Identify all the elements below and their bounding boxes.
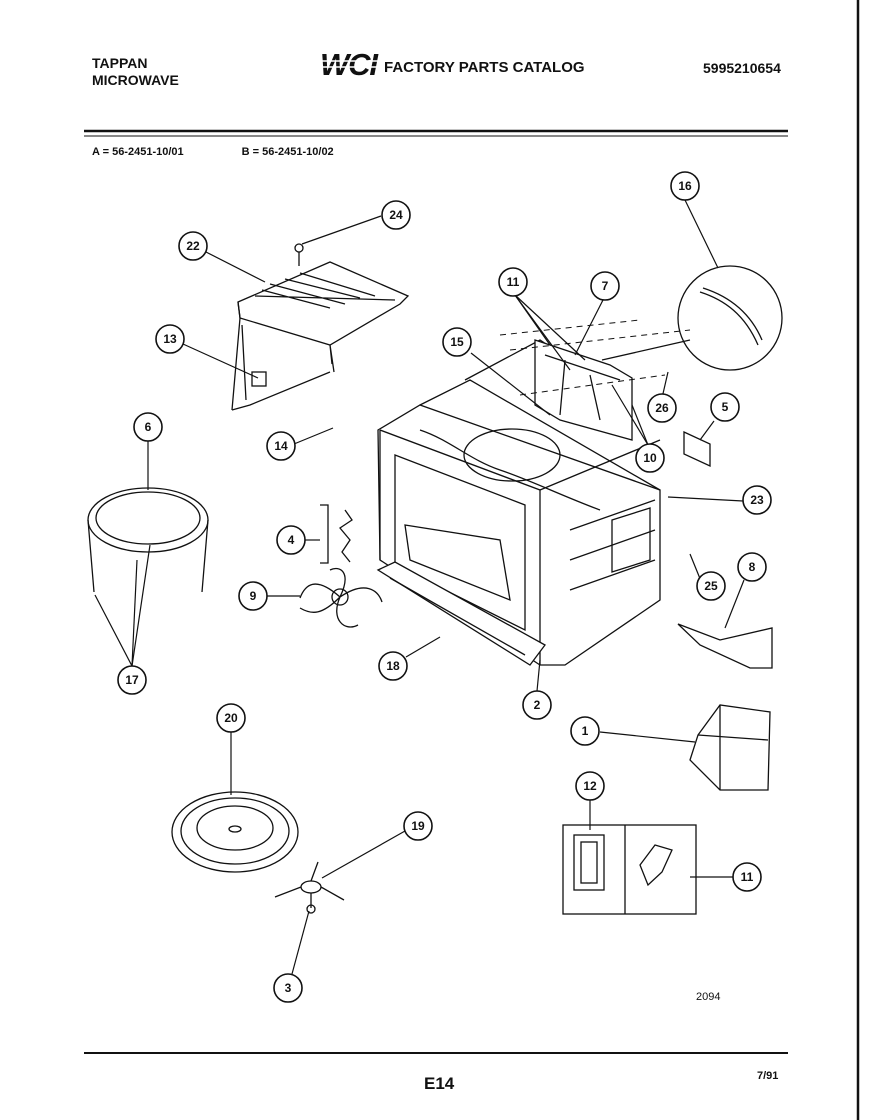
svg-text:5: 5 — [722, 400, 729, 414]
part-turntable — [171, 791, 299, 873]
model-a: A = 56-2451-10/01 — [92, 146, 184, 158]
date-code: 7/91 — [757, 1070, 779, 1082]
part-roller-support — [274, 861, 345, 914]
callout-9: 9 — [238, 581, 268, 611]
svg-text:13: 13 — [163, 332, 177, 346]
callout-5: 5 — [710, 392, 740, 422]
part-fan-motor — [320, 504, 353, 564]
logo-text: WCI — [320, 48, 379, 82]
svg-text:6: 6 — [145, 420, 152, 434]
callout-10: 10 — [635, 443, 665, 473]
callout-3: 3 — [273, 973, 303, 1003]
callout-11-inset: 11 — [732, 862, 762, 892]
svg-text:25: 25 — [704, 579, 718, 593]
callout-23: 23 — [742, 485, 772, 515]
svg-text:7: 7 — [602, 279, 609, 293]
catalog-title: FACTORY PARTS CATALOG — [384, 59, 585, 76]
part-bracket-5 — [683, 430, 711, 468]
callout-26: 26 — [647, 393, 677, 423]
svg-text:17: 17 — [125, 673, 139, 687]
svg-text:18: 18 — [386, 659, 400, 673]
callout-8: 8 — [737, 552, 767, 582]
part-duct-ring — [87, 487, 209, 593]
callout-12: 12 — [575, 771, 605, 801]
model-b: B = 56-2451-10/02 — [241, 146, 334, 158]
svg-text:11: 11 — [507, 275, 520, 289]
brand-line-1: TAPPAN — [92, 55, 148, 71]
part-inset-box — [562, 824, 697, 915]
svg-text:9: 9 — [250, 589, 257, 603]
callout-20: 20 — [216, 703, 246, 733]
callout-18: 18 — [378, 651, 408, 681]
callout-19: 19 — [403, 811, 433, 841]
callout-24: 24 — [381, 200, 411, 230]
page-code: E14 — [424, 1074, 455, 1093]
part-duct-8 — [677, 623, 773, 669]
callout-2: 2 — [522, 690, 552, 720]
leader-lines — [94, 199, 745, 975]
svg-text:16: 16 — [678, 179, 692, 193]
part-control-bracket — [499, 319, 691, 441]
catalog-number: 5995210654 — [703, 60, 781, 76]
svg-text:23: 23 — [750, 493, 764, 507]
svg-text:15: 15 — [450, 335, 464, 349]
callout-22: 22 — [178, 231, 208, 261]
svg-text:19: 19 — [411, 819, 425, 833]
callout-14: 14 — [266, 431, 296, 461]
part-top-cover — [231, 261, 410, 411]
svg-text:8: 8 — [749, 560, 756, 574]
callout-17: 17 — [117, 665, 147, 695]
svg-text:20: 20 — [224, 711, 238, 725]
svg-text:4: 4 — [288, 533, 295, 547]
callout-6: 6 — [133, 412, 163, 442]
callout-1: 1 — [570, 716, 600, 746]
model-key: A = 56-2451-10/01 B = 56-2451-10/02 — [92, 146, 392, 158]
part-bottom-plate — [376, 561, 546, 666]
svg-text:22: 22 — [186, 239, 200, 253]
part-fan-blade — [299, 567, 383, 628]
drawing-code: 2094 — [696, 991, 721, 1003]
callout-15: 15 — [442, 327, 472, 357]
svg-text:10: 10 — [643, 451, 657, 465]
callout-7: 7 — [590, 271, 620, 301]
callout-4: 4 — [276, 525, 306, 555]
brand-line-2: MICROWAVE — [92, 72, 179, 88]
part-detail-circle — [677, 265, 783, 371]
svg-text:12: 12 — [583, 779, 597, 793]
callout-13: 13 — [155, 324, 185, 354]
svg-text:14: 14 — [274, 439, 288, 453]
svg-text:24: 24 — [389, 208, 403, 222]
brand-label: TAPPAN MICROWAVE — [92, 55, 179, 89]
callout-11-top: 11 — [498, 267, 528, 297]
callout-16: 16 — [670, 171, 700, 201]
part-screw-24 — [294, 243, 304, 266]
svg-text:11: 11 — [741, 870, 754, 884]
svg-text:2: 2 — [534, 698, 541, 712]
svg-text:1: 1 — [582, 724, 589, 738]
callout-25: 25 — [696, 571, 726, 601]
wci-logo: WCI — [318, 48, 380, 82]
svg-text:3: 3 — [285, 981, 292, 995]
svg-text:26: 26 — [655, 401, 669, 415]
part-damper — [689, 704, 771, 791]
